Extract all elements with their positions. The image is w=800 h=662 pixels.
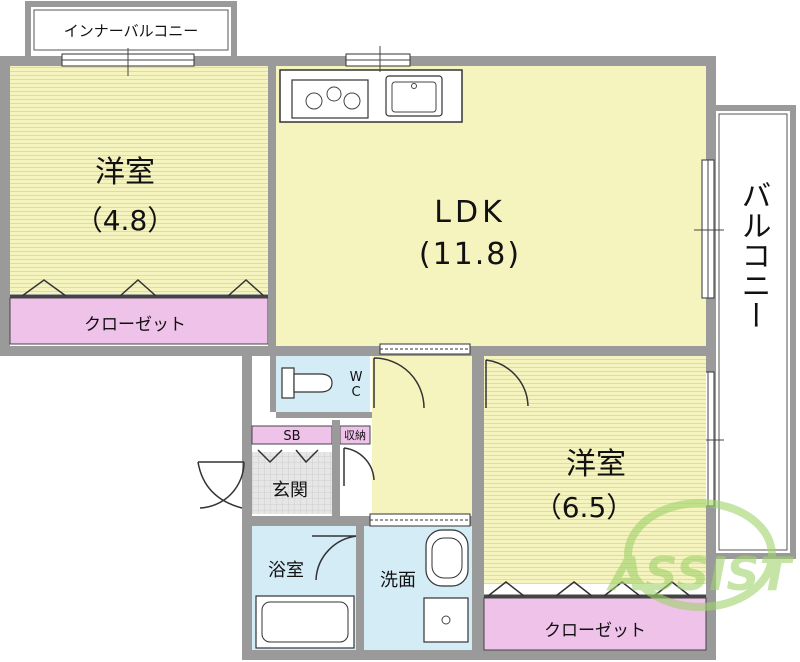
bedroom-b: 洋室 （6.5） — [484, 356, 706, 584]
bedroom-b-name: 洋室 — [566, 447, 626, 482]
closet-a-label: クローゼット — [84, 315, 186, 335]
watermark-logo: ASSIST — [606, 499, 795, 611]
balcony: バルコニー — [710, 105, 796, 559]
bathroom-label: 浴室 — [268, 560, 304, 581]
wall-bath-top — [242, 516, 472, 526]
closet-a: クローゼット — [9, 278, 269, 345]
wc-label-w: W — [350, 370, 363, 385]
watermark-text: ASSIST — [606, 547, 794, 601]
wc-label-c: C — [351, 385, 360, 400]
wall-ldk-lower — [242, 346, 716, 356]
window-bedroom-a — [61, 48, 195, 76]
washroom: 洗面 — [364, 513, 472, 650]
shoe-box: SB — [251, 425, 333, 445]
window-ldk-top — [345, 46, 411, 72]
balcony-label: バルコニー — [736, 180, 771, 330]
storage-label: 収納 — [344, 429, 366, 442]
wall-bedroom-ldk — [268, 66, 276, 346]
hall-door-top — [379, 343, 471, 355]
shoe-box-label: SB — [283, 429, 300, 444]
wall-bath-wash — [356, 526, 364, 650]
kitchen-counter — [279, 69, 463, 123]
entrance: 玄関 — [197, 449, 332, 514]
entrance-label: 玄関 — [272, 480, 308, 501]
closet-b-label: クローゼット — [544, 621, 646, 641]
inner-balcony: インナーバルコニー — [25, 1, 237, 63]
storage: 収納 — [339, 425, 375, 486]
inner-balcony-label: インナーバルコニー — [64, 22, 199, 40]
closet-b: クローゼット — [483, 581, 707, 651]
ldk-name: LDK — [434, 195, 506, 230]
hallway — [372, 356, 472, 516]
washroom-label: 洗面 — [380, 570, 416, 591]
bedroom-b-size: （6.5） — [534, 491, 635, 524]
bedroom-a: 洋室 （4.8） — [10, 66, 268, 294]
wc: W C — [270, 356, 425, 418]
bedroom-a-name: 洋室 — [95, 155, 155, 190]
ldk-size: (11.8) — [419, 237, 521, 272]
window-ldk-right — [694, 159, 724, 299]
wall-entrance — [332, 420, 340, 518]
bathroom: 浴室 — [252, 526, 359, 650]
wall-hall-bedroom — [472, 356, 484, 654]
bedroom-a-size: （4.8） — [75, 204, 176, 237]
